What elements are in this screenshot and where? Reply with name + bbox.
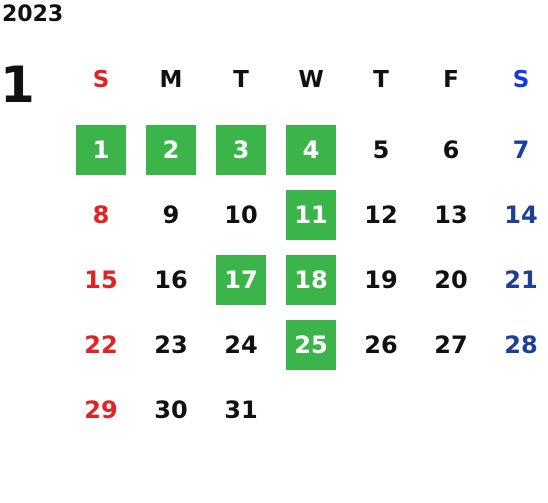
day-cell[interactable]: 8 (92, 201, 110, 229)
day-cell[interactable]: 25 (286, 320, 336, 370)
day-cell[interactable]: 19 (364, 266, 398, 294)
day-cell[interactable]: 9 (162, 201, 180, 229)
day-cell[interactable]: 21 (504, 266, 538, 294)
day-cell[interactable]: 20 (434, 266, 468, 294)
day-cell[interactable]: 1 (76, 125, 126, 175)
day-cell[interactable]: 3 (216, 125, 266, 175)
day-cell[interactable]: 4 (286, 125, 336, 175)
day-cell[interactable]: 10 (224, 201, 258, 229)
day-cell[interactable]: 23 (154, 331, 188, 359)
day-cell[interactable]: 30 (154, 396, 188, 424)
day-cell[interactable]: 12 (364, 201, 398, 229)
day-cell[interactable]: 14 (504, 201, 538, 229)
day-cell[interactable]: 17 (216, 255, 266, 305)
day-cell[interactable]: 31 (224, 396, 258, 424)
day-cell[interactable]: 5 (372, 136, 390, 164)
weekday-header-tue: T (233, 67, 249, 93)
weekday-header-mon: M (159, 67, 183, 93)
weekday-header-sun: S (92, 67, 110, 93)
day-cell[interactable]: 13 (434, 201, 468, 229)
day-cell[interactable]: 24 (224, 331, 258, 359)
day-cell[interactable]: 6 (442, 136, 460, 164)
day-cell[interactable]: 7 (512, 136, 530, 164)
day-cell[interactable]: 29 (84, 396, 118, 424)
day-cell[interactable]: 22 (84, 331, 118, 359)
day-cell[interactable]: 18 (286, 255, 336, 305)
day-cell[interactable]: 16 (154, 266, 188, 294)
day-cell[interactable]: 27 (434, 331, 468, 359)
day-cell[interactable]: 15 (84, 266, 118, 294)
day-cell[interactable]: 28 (504, 331, 538, 359)
weekday-header-sat: S (512, 67, 530, 93)
weekday-header-fri: F (443, 67, 459, 93)
day-cell[interactable]: 26 (364, 331, 398, 359)
calendar-month: 1 (0, 56, 35, 114)
weekday-header-wed: W (298, 67, 324, 93)
calendar-year: 2023 (2, 2, 64, 27)
weekday-header-thu: T (373, 67, 389, 93)
day-cell[interactable]: 11 (286, 190, 336, 240)
day-cell[interactable]: 2 (146, 125, 196, 175)
